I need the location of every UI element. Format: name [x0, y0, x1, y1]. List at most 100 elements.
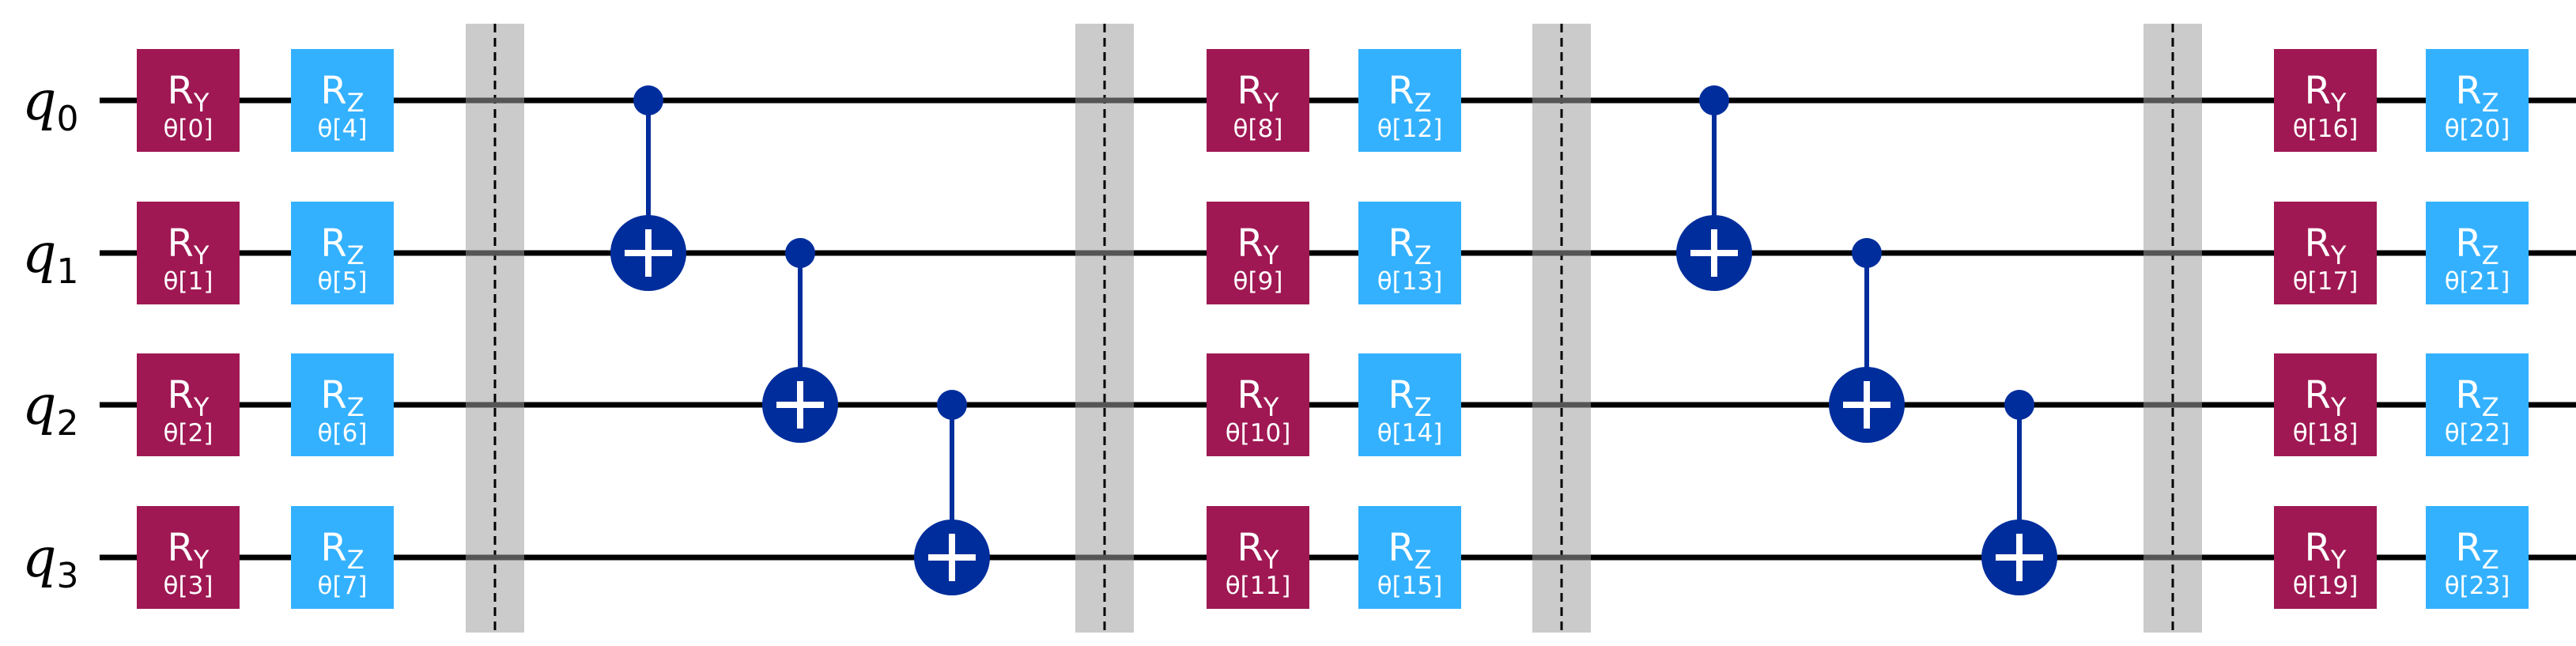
gate-parameter: θ[14] — [1377, 419, 1443, 448]
rz-gate-box — [291, 202, 394, 304]
gate-name-letter: R — [2305, 221, 2331, 266]
gate-name: RY — [2305, 69, 2347, 118]
gate-parameter: θ[13] — [1377, 267, 1443, 296]
gate-name: RZ — [2455, 526, 2499, 575]
ry-gate-box — [1207, 506, 1309, 609]
cnot-gate — [610, 85, 686, 291]
qubit-label-name: q — [22, 527, 57, 590]
gate-parameter: θ[21] — [2445, 267, 2510, 296]
gate-name-subscript: Z — [1415, 545, 1432, 575]
gate-name-letter: R — [2455, 373, 2481, 417]
rz-gate-box — [1358, 202, 1461, 304]
gate-name-subscript: Y — [193, 545, 210, 575]
gate-name-subscript: Y — [1263, 88, 1279, 118]
gate-name: RZ — [1388, 69, 1431, 118]
gate-name: RY — [1237, 526, 1279, 575]
rz-gate-box — [291, 506, 394, 609]
gate-name: RZ — [2455, 221, 2499, 270]
gate-name-letter: R — [1237, 221, 1263, 266]
rz-gate: RZθ[5] — [291, 202, 394, 304]
gate-name: RZ — [2455, 69, 2499, 118]
rz-gate-box — [2426, 353, 2529, 456]
gate-name-letter: R — [2305, 69, 2331, 113]
cnot-gate — [762, 238, 838, 443]
gate-name-subscript: Y — [1263, 545, 1279, 575]
rz-gate-box — [291, 353, 394, 456]
gate-name-subscript: Z — [1415, 88, 1432, 118]
cnot-control-dot — [785, 238, 815, 268]
gate-name-subscript: Y — [1263, 240, 1279, 270]
ry-gate-box — [2274, 506, 2377, 609]
gate-name-subscript: Z — [347, 88, 364, 118]
rz-gate-box — [2426, 49, 2529, 152]
gate-name-subscript: Z — [347, 240, 364, 270]
barriers — [466, 24, 2202, 633]
gate-name-subscript: Z — [1415, 240, 1432, 270]
cnot-gate — [1676, 85, 1752, 291]
rz-gate-box — [291, 49, 394, 152]
qubit-label-name: q — [22, 70, 57, 133]
rz-gate: RZθ[12] — [1358, 49, 1461, 152]
gate-name-letter: R — [1388, 373, 1414, 417]
cnot-gate — [1829, 238, 1905, 443]
cnot-control-dot — [1699, 85, 1729, 115]
qubit-label-index: 0 — [57, 99, 79, 139]
qubit-label-1: q1 — [22, 223, 79, 292]
ry-gate-box — [137, 49, 240, 152]
cnot-control-dot — [633, 85, 663, 115]
gate-name-subscript: Z — [2482, 545, 2499, 575]
rz-gate: RZθ[22] — [2426, 353, 2529, 456]
ry-gate-box — [137, 353, 240, 456]
gate-parameter: θ[15] — [1377, 572, 1443, 600]
rz-gate: RZθ[21] — [2426, 202, 2529, 304]
gate-name-letter: R — [1237, 69, 1263, 113]
gate-name: RY — [168, 221, 210, 270]
ry-gate: RYθ[11] — [1207, 506, 1309, 609]
qubit-label-index: 2 — [57, 403, 79, 444]
gate-name-letter: R — [320, 69, 346, 113]
gate-name-letter: R — [2305, 526, 2331, 570]
gate-name: RY — [2305, 221, 2347, 270]
qubit-label-3: q3 — [22, 527, 79, 596]
gate-parameter: θ[19] — [2293, 572, 2359, 600]
gate-name-subscript: Y — [1263, 392, 1279, 422]
gate-name: RY — [2305, 526, 2347, 575]
gate-name-subscript: Y — [2330, 392, 2347, 422]
gate-name-subscript: Y — [193, 240, 210, 270]
rz-gate-box — [1358, 353, 1461, 456]
ry-gate-box — [1207, 202, 1309, 304]
ry-gate: RYθ[1] — [137, 202, 240, 304]
ry-gate-box — [2274, 353, 2377, 456]
qubit-label-name: q — [22, 223, 57, 285]
gate-parameter: θ[2] — [164, 419, 213, 448]
ry-gate-box — [2274, 202, 2377, 304]
ry-gate: RYθ[10] — [1207, 353, 1309, 456]
rz-gate: RZθ[20] — [2426, 49, 2529, 152]
ry-gate: RYθ[18] — [2274, 353, 2377, 456]
ry-gate-box — [1207, 49, 1309, 152]
gate-parameter: θ[10] — [1226, 419, 1291, 448]
gate-name-letter: R — [168, 373, 194, 417]
gate-parameter: θ[4] — [318, 115, 368, 143]
gate-name-subscript: Y — [2330, 545, 2347, 575]
gate-name-subscript: Y — [193, 88, 210, 118]
gate-parameter: θ[17] — [2293, 267, 2359, 296]
gate-name-subscript: Z — [1415, 392, 1432, 422]
gate-parameter: θ[22] — [2445, 419, 2510, 448]
gate-name: RZ — [320, 69, 364, 118]
gate-parameter: θ[6] — [318, 419, 368, 448]
rz-gate-box — [1358, 49, 1461, 152]
ry-gate: RYθ[3] — [137, 506, 240, 609]
gate-parameter: θ[16] — [2293, 115, 2359, 143]
qubit-label-2: q2 — [22, 375, 79, 444]
ry-gate-box — [137, 506, 240, 609]
gate-parameter: θ[11] — [1226, 572, 1291, 600]
gate-name-letter: R — [320, 221, 346, 266]
gate-name: RY — [1237, 221, 1279, 270]
gate-name-subscript: Y — [193, 392, 210, 422]
rz-gate: RZθ[13] — [1358, 202, 1461, 304]
ry-gate: RYθ[16] — [2274, 49, 2377, 152]
gate-name-letter: R — [1388, 526, 1414, 570]
gate-name: RZ — [320, 373, 364, 422]
